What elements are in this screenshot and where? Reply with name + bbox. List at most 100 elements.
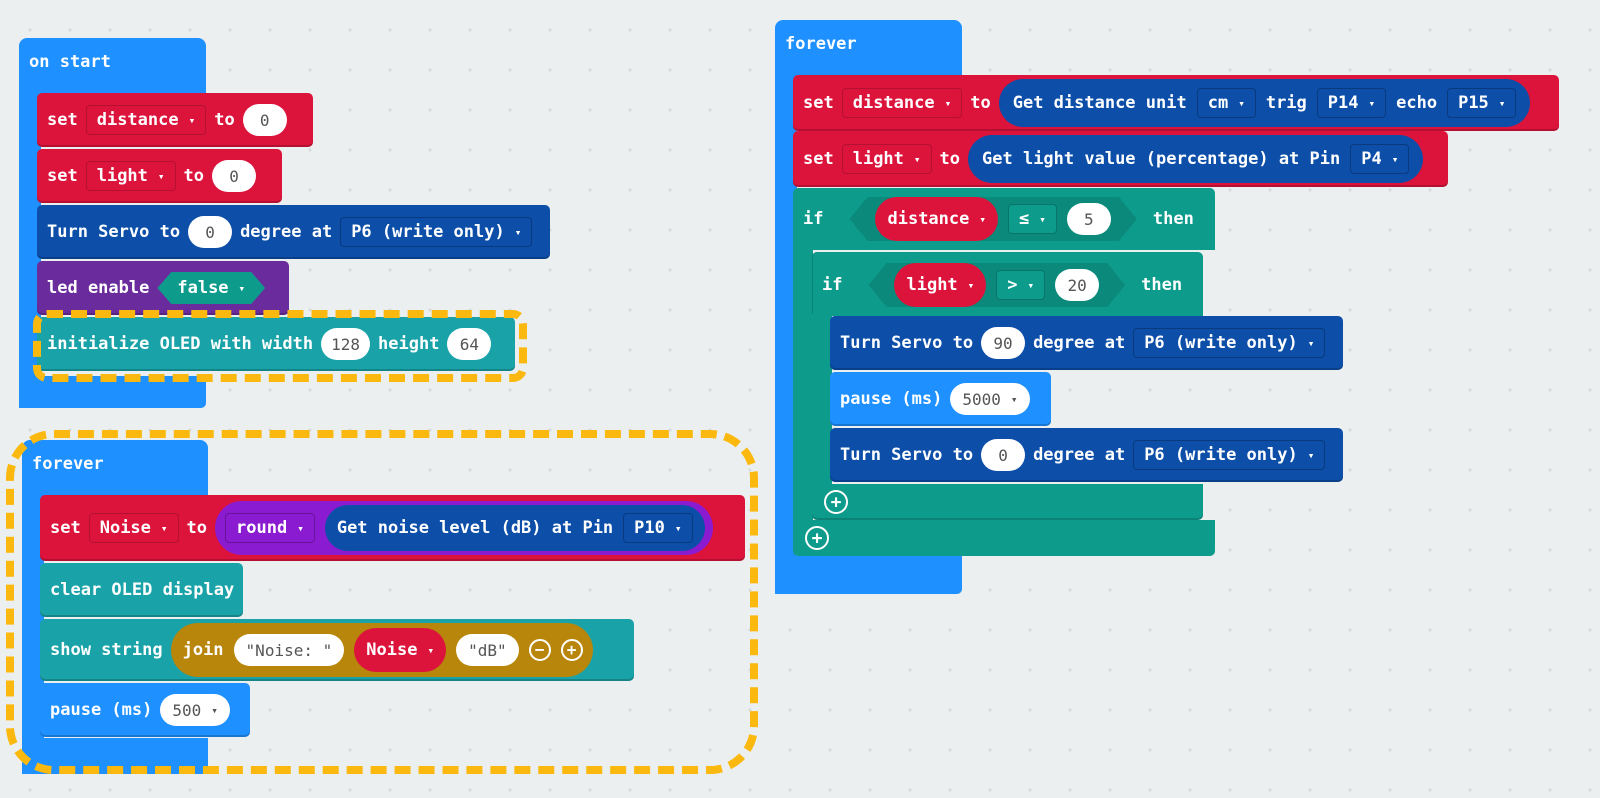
pin-dropdown[interactable]: P6 (write only)▾ — [1133, 440, 1326, 470]
string-input-noise[interactable]: "Noise: " — [233, 634, 345, 666]
degree-input[interactable]: 0 — [188, 216, 233, 248]
pin-dropdown[interactable]: P4▾ — [1350, 144, 1410, 174]
pause-block[interactable]: pause (ms) 500▾ — [40, 683, 250, 737]
variable-dropdown-light[interactable]: light▾ — [85, 161, 176, 191]
highlight-oled-init — [33, 310, 527, 382]
set-keyword: set — [47, 110, 78, 130]
compare-value-input[interactable]: 20 — [1055, 269, 1099, 301]
distance-variable-reporter[interactable]: distance▾ — [875, 197, 998, 241]
set-keyword: set — [803, 149, 834, 169]
chevron-down-icon: ▾ — [1010, 392, 1018, 406]
chevron-down-icon: ▾ — [944, 96, 952, 110]
set-keyword: set — [47, 166, 78, 186]
plus-icon[interactable]: + — [805, 526, 829, 550]
light-variable-reporter[interactable]: light▾ — [894, 263, 986, 307]
degree-at-label: degree at — [240, 222, 333, 242]
string-input-db[interactable]: "dB" — [456, 634, 519, 666]
noise-sensor-label: Get noise level (dB) at Pin — [336, 518, 614, 538]
show-string-block[interactable]: show string join "Noise: " Noise▾ "dB" −… — [40, 619, 634, 681]
servo-label: Turn Servo to — [840, 445, 974, 465]
compare-distance[interactable]: distance▾ ≤▾ 5 — [849, 197, 1136, 241]
clear-oled-block[interactable]: clear OLED display — [40, 563, 243, 617]
height-label: height — [378, 334, 440, 354]
chevron-down-icon: ▾ — [1498, 96, 1506, 110]
turn-servo-block[interactable]: Turn Servo to 0 degree at P6 (write only… — [37, 205, 550, 259]
set-light-block[interactable]: set light▾ to Get light value (percentag… — [793, 131, 1448, 187]
chevron-down-icon: ▾ — [674, 521, 682, 535]
boolean-dropdown[interactable]: false▾ — [157, 272, 265, 304]
turn-servo-block[interactable]: Turn Servo to 0 degree at P6 (write only… — [830, 428, 1343, 482]
on-start-hat[interactable]: on start — [19, 38, 206, 98]
initialize-oled-block[interactable]: initialize OLED with width 128 height 64 — [37, 317, 515, 371]
operator-dropdown[interactable]: ≤▾ — [1008, 204, 1057, 234]
unit-dropdown[interactable]: cm▾ — [1196, 88, 1256, 118]
forever-body — [22, 492, 44, 774]
number-input[interactable]: 0 — [242, 104, 287, 136]
on-start-label: on start — [29, 52, 111, 72]
compare-light[interactable]: light▾ >▾ 20 — [868, 263, 1125, 307]
compare-value-input[interactable]: 5 — [1067, 203, 1111, 235]
pause-label: pause (ms) — [50, 700, 153, 720]
servo-label: Turn Servo to — [840, 333, 974, 353]
clear-oled-label: clear OLED display — [50, 580, 235, 600]
echo-label: echo — [1396, 93, 1438, 113]
minus-icon[interactable]: − — [528, 639, 551, 661]
to-keyword: to — [214, 110, 235, 130]
set-distance-block[interactable]: set distance▾ to 0 — [37, 93, 313, 147]
chevron-down-icon: ▾ — [1368, 96, 1376, 110]
chevron-down-icon: ▾ — [160, 521, 168, 535]
echo-pin-dropdown[interactable]: P15▾ — [1447, 88, 1517, 118]
forever-foot — [775, 556, 962, 594]
round-reporter[interactable]: round▾ Get noise level (dB) at Pin P10▾ — [215, 501, 713, 555]
noise-variable-reporter[interactable]: Noise▾ — [354, 628, 447, 672]
turn-servo-block[interactable]: Turn Servo to 90 degree at P6 (write onl… — [830, 316, 1343, 370]
pin-dropdown[interactable]: P6 (write only)▾ — [1133, 328, 1326, 358]
plus-icon[interactable]: + — [824, 490, 848, 514]
variable-dropdown-noise[interactable]: Noise▾ — [88, 513, 179, 543]
set-distance-block[interactable]: set distance▾ to Get distance unit cm▾ t… — [793, 75, 1559, 131]
variable-dropdown-distance[interactable]: distance▾ — [85, 105, 207, 135]
light-sensor-label: Get light value (percentage) at Pin — [982, 149, 1341, 169]
operator-dropdown[interactable]: >▾ — [996, 270, 1045, 300]
pause-dropdown[interactable]: 5000▾ — [950, 383, 1030, 415]
pin-dropdown[interactable]: P10▾ — [623, 513, 693, 543]
degree-input[interactable]: 90 — [981, 327, 1026, 359]
chevron-down-icon: ▾ — [913, 152, 921, 166]
forever-hat[interactable]: forever — [775, 20, 962, 80]
pause-block[interactable]: pause (ms) 5000▾ — [830, 372, 1051, 426]
if-light-header: if light▾ >▾ 20 then — [812, 256, 1182, 314]
chevron-down-icon: ▾ — [1039, 212, 1046, 226]
if-keyword: if — [822, 275, 843, 295]
distance-sensor-reporter[interactable]: Get distance unit cm▾ trig P14▾ echo P15… — [998, 79, 1531, 127]
chevron-down-icon: ▾ — [1027, 278, 1035, 292]
pin-dropdown[interactable]: P6 (write only)▾ — [340, 217, 533, 247]
math-op-dropdown[interactable]: round▾ — [225, 513, 315, 543]
number-input[interactable]: 0 — [212, 160, 257, 192]
degree-input[interactable]: 0 — [981, 439, 1026, 471]
led-enable-block[interactable]: led enable false▾ — [37, 261, 289, 315]
trig-pin-dropdown[interactable]: P14▾ — [1316, 88, 1387, 118]
join-label: join — [182, 640, 224, 660]
plus-icon[interactable]: + — [560, 639, 583, 661]
servo-label: Turn Servo to — [47, 222, 181, 242]
pause-dropdown[interactable]: 500▾ — [160, 694, 230, 726]
width-input[interactable]: 128 — [321, 328, 371, 360]
trig-label: trig — [1265, 93, 1307, 113]
chevron-down-icon: ▾ — [1307, 448, 1315, 462]
if-distance-body — [793, 248, 813, 522]
noise-sensor-reporter[interactable]: Get noise level (dB) at Pin P10▾ — [324, 505, 705, 551]
variable-dropdown-distance[interactable]: distance▾ — [841, 88, 963, 118]
chevron-down-icon: ▾ — [238, 281, 246, 295]
join-reporter[interactable]: join "Noise: " Noise▾ "dB" − + — [170, 623, 593, 677]
set-light-block[interactable]: set light▾ to 0 — [37, 149, 282, 203]
if-light-body — [812, 314, 832, 486]
then-keyword: then — [1152, 209, 1194, 229]
chevron-down-icon: ▾ — [1307, 336, 1315, 350]
chevron-down-icon: ▾ — [979, 212, 986, 226]
light-sensor-reporter[interactable]: Get light value (percentage) at Pin P4▾ — [968, 135, 1424, 183]
pause-label: pause (ms) — [840, 389, 943, 409]
set-noise-block[interactable]: set Noise▾ to round▾ Get noise level (dB… — [40, 495, 745, 561]
height-input[interactable]: 64 — [447, 328, 492, 360]
set-keyword: set — [803, 93, 834, 113]
variable-dropdown-light[interactable]: light▾ — [841, 144, 932, 174]
